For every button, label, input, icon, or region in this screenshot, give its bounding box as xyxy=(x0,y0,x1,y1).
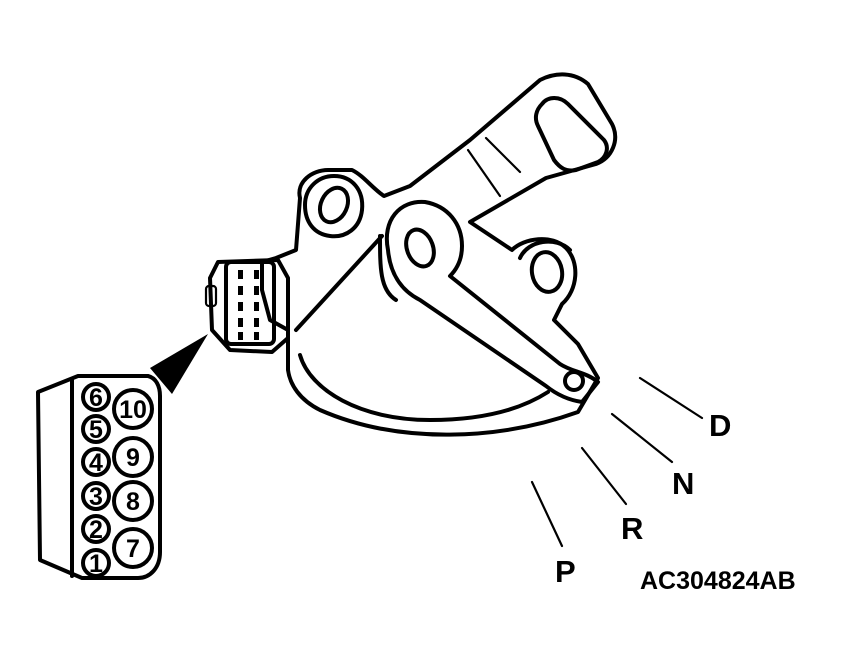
leader-line-d xyxy=(638,376,704,420)
shift-lever xyxy=(384,96,609,404)
housing-connector xyxy=(204,258,290,354)
pin-circle xyxy=(81,447,111,477)
pin-circle xyxy=(81,514,111,544)
pin-circle xyxy=(81,382,111,412)
position-label-n: N xyxy=(672,466,694,501)
connector-face-view xyxy=(36,374,162,580)
pin-circle xyxy=(112,388,154,430)
view-arrow-icon xyxy=(150,334,208,394)
pin-circle xyxy=(112,480,154,522)
pin-circle xyxy=(81,414,111,444)
pin-label-4: 4 xyxy=(89,449,103,477)
pin-label-9: 9 xyxy=(126,444,140,472)
position-leader-lines xyxy=(530,376,704,548)
position-labels: P R N D xyxy=(555,408,731,589)
pin-label-6: 6 xyxy=(89,384,103,412)
connector-pin-circles xyxy=(81,382,154,578)
pin-label-8: 8 xyxy=(126,488,140,516)
leader-line-r xyxy=(580,446,628,506)
position-label-r: R xyxy=(621,511,643,546)
pin-label-2: 2 xyxy=(89,516,103,544)
pin-label-1: 1 xyxy=(89,550,103,578)
pin-label-7: 7 xyxy=(126,535,140,563)
pin-circle xyxy=(112,527,154,569)
housing-connector-pins xyxy=(238,270,259,340)
leader-line-n xyxy=(610,412,674,464)
figure-code: AC304824AB xyxy=(640,567,796,595)
pin-label-3: 3 xyxy=(89,483,103,511)
leader-line-p xyxy=(530,480,564,548)
position-label-p: P xyxy=(555,554,576,589)
pin-circle xyxy=(81,481,111,511)
connector-pin-labels: 1 2 3 4 5 6 7 8 9 10 xyxy=(89,384,147,578)
pin-label-5: 5 xyxy=(89,416,103,444)
switch-housing xyxy=(260,72,618,437)
pin-circle xyxy=(81,548,111,578)
position-label-d: D xyxy=(709,408,731,443)
pin-label-10: 10 xyxy=(119,396,147,424)
pin-circle xyxy=(112,436,154,478)
